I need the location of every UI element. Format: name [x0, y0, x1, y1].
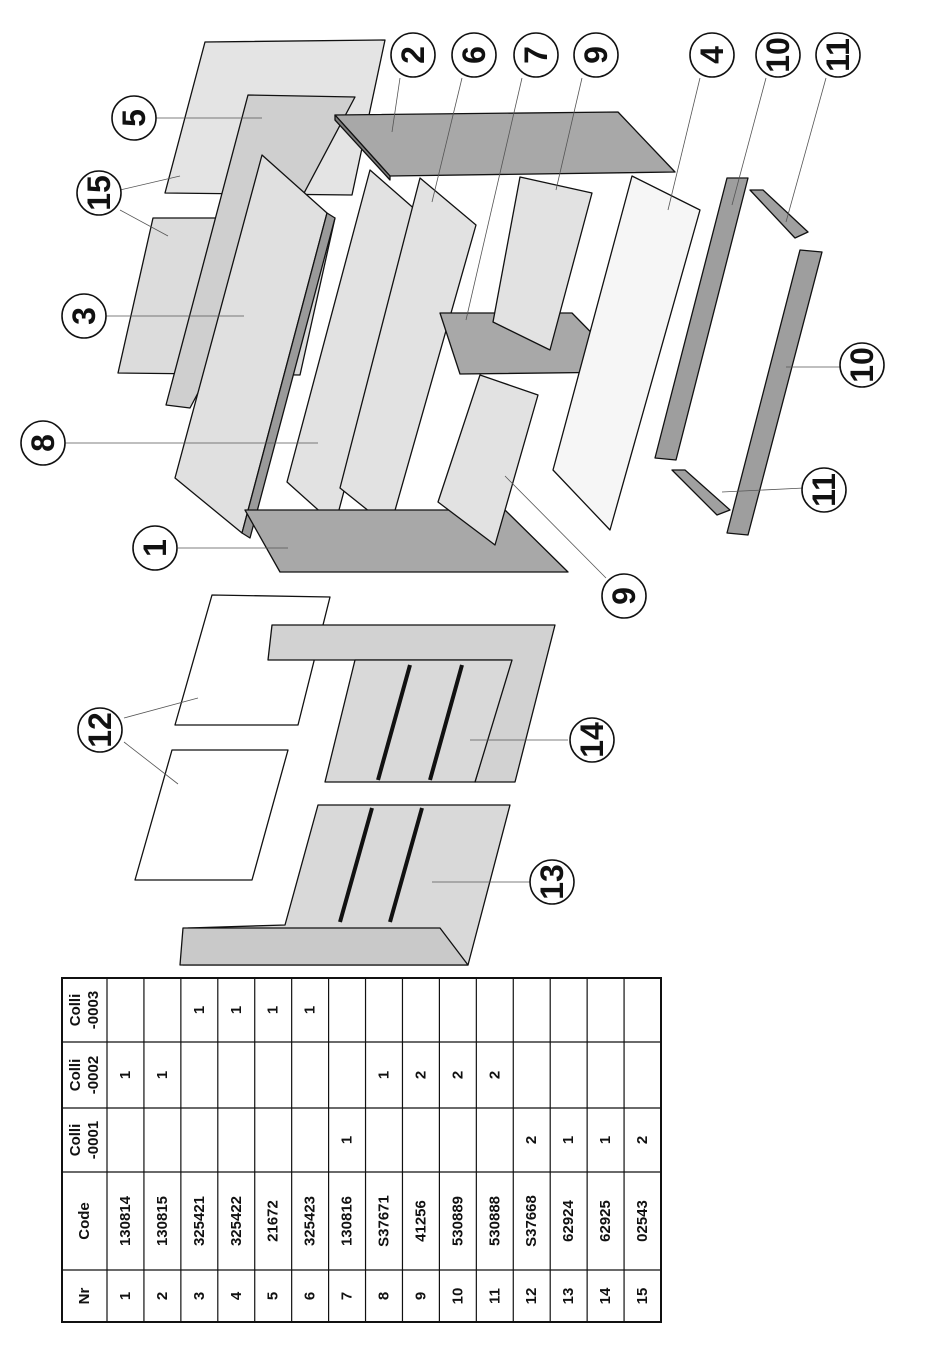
callout-label: 11 [806, 473, 842, 507]
callout-label: 10 [760, 37, 796, 73]
cell-colli1: 1 [597, 1136, 614, 1144]
cell-colli3: 1 [265, 1006, 282, 1014]
callout-10: 10 [756, 33, 800, 77]
callout-9: 9 [574, 33, 618, 77]
cell-code: 530889 [449, 1196, 466, 1246]
header-code: Code [76, 1202, 93, 1240]
cell-code: 21672 [265, 1200, 282, 1242]
callout-label: 10 [844, 347, 880, 383]
callout-4: 4 [690, 33, 734, 77]
cell-colli2: 1 [154, 1071, 171, 1079]
cell-colli1: 2 [523, 1136, 540, 1144]
callout-3: 3 [62, 294, 106, 338]
cell-code: 02543 [634, 1200, 651, 1242]
callout-label: 11 [820, 38, 856, 72]
callout-15: 15 [77, 171, 121, 215]
cell-nr: 2 [154, 1292, 171, 1300]
cell-nr: 9 [412, 1292, 429, 1300]
callout-label: 7 [518, 46, 554, 64]
callout-label: 9 [606, 587, 642, 605]
callout-label: 13 [534, 864, 570, 900]
cell-nr: 5 [265, 1292, 282, 1300]
cell-code: S37671 [376, 1195, 393, 1247]
cell-colli2: 2 [486, 1071, 503, 1079]
part-11-top [750, 190, 808, 238]
cell-colli3: 1 [228, 1006, 245, 1014]
cell-nr: 13 [560, 1288, 577, 1305]
cell-colli3: 1 [191, 1006, 208, 1014]
cell-nr: 4 [228, 1291, 245, 1300]
header-colli3-line1: Colli [67, 994, 84, 1027]
callout-label: 15 [81, 175, 117, 211]
header-colli2-line1: Colli [67, 1059, 84, 1092]
header-nr: Nr [76, 1288, 93, 1305]
callout-label: 9 [578, 46, 614, 64]
callout-label: 5 [116, 109, 152, 127]
cell-code: 62925 [597, 1200, 614, 1242]
callout-11: 11 [816, 33, 860, 77]
callout-label: 1 [137, 539, 173, 557]
header-colli3-line2: -0003 [85, 991, 102, 1029]
callout-5: 5 [112, 96, 156, 140]
cell-colli3: 1 [302, 1006, 319, 1014]
callout-13: 13 [530, 860, 574, 904]
cell-colli2: 2 [449, 1071, 466, 1079]
callout-label: 2 [395, 46, 431, 64]
callout-11: 11 [802, 468, 846, 512]
callout-9: 9 [602, 574, 646, 618]
callout-label: 4 [694, 46, 730, 64]
callout-1: 1 [133, 526, 177, 570]
cell-nr: 14 [597, 1287, 614, 1304]
cell-code: 325423 [302, 1196, 319, 1246]
parts-table: NrCodeColli-0001Colli-0002Colli-00031130… [62, 978, 661, 1322]
cell-code: 130816 [339, 1196, 356, 1246]
cell-nr: 7 [339, 1292, 356, 1300]
cell-colli1: 1 [339, 1136, 356, 1144]
header-colli2-line2: -0002 [85, 1056, 102, 1094]
callout-14: 14 [570, 718, 614, 762]
callout-7: 7 [514, 33, 558, 77]
callout-label: 8 [25, 434, 61, 452]
cell-nr: 15 [634, 1288, 651, 1305]
callout-12: 12 [78, 708, 122, 752]
cell-nr: 1 [117, 1292, 134, 1300]
cell-code: 325421 [191, 1196, 208, 1246]
cell-nr: 6 [302, 1292, 319, 1300]
cell-code: 62924 [560, 1199, 577, 1241]
cell-nr: 11 [486, 1288, 503, 1304]
cell-nr: 12 [523, 1288, 540, 1305]
cell-code: 41256 [412, 1200, 429, 1242]
part-13-frame [180, 928, 468, 965]
callout-2: 2 [391, 33, 435, 77]
cell-colli2: 2 [412, 1071, 429, 1079]
cabinet-parts [118, 40, 822, 572]
header-colli1-line1: Colli [67, 1124, 84, 1157]
callout-label: 6 [456, 46, 492, 64]
part-11-bottom [672, 470, 730, 515]
cell-code: 325422 [228, 1196, 245, 1246]
callout-6: 6 [452, 33, 496, 77]
door-parts [135, 595, 555, 965]
callout-label: 12 [82, 712, 118, 748]
cell-nr: 8 [376, 1292, 393, 1300]
part-1-panel [245, 510, 568, 572]
cell-code: S37668 [523, 1195, 540, 1247]
cell-nr: 10 [449, 1288, 466, 1305]
cell-colli2: 1 [376, 1071, 393, 1079]
callout-10: 10 [840, 343, 884, 387]
cell-colli1: 2 [634, 1136, 651, 1144]
callout-label: 3 [66, 307, 102, 325]
cell-colli2: 1 [117, 1071, 134, 1079]
part-12-panel-b [135, 750, 288, 880]
part-2-panel [335, 112, 675, 176]
cell-colli1: 1 [560, 1136, 577, 1144]
cell-nr: 3 [191, 1292, 208, 1300]
cell-code: 130815 [154, 1196, 171, 1246]
callout-8: 8 [21, 421, 65, 465]
cell-code: 530888 [486, 1196, 503, 1246]
header-colli1-line2: -0001 [85, 1121, 102, 1159]
cell-code: 130814 [117, 1195, 134, 1246]
callout-label: 14 [574, 722, 610, 758]
